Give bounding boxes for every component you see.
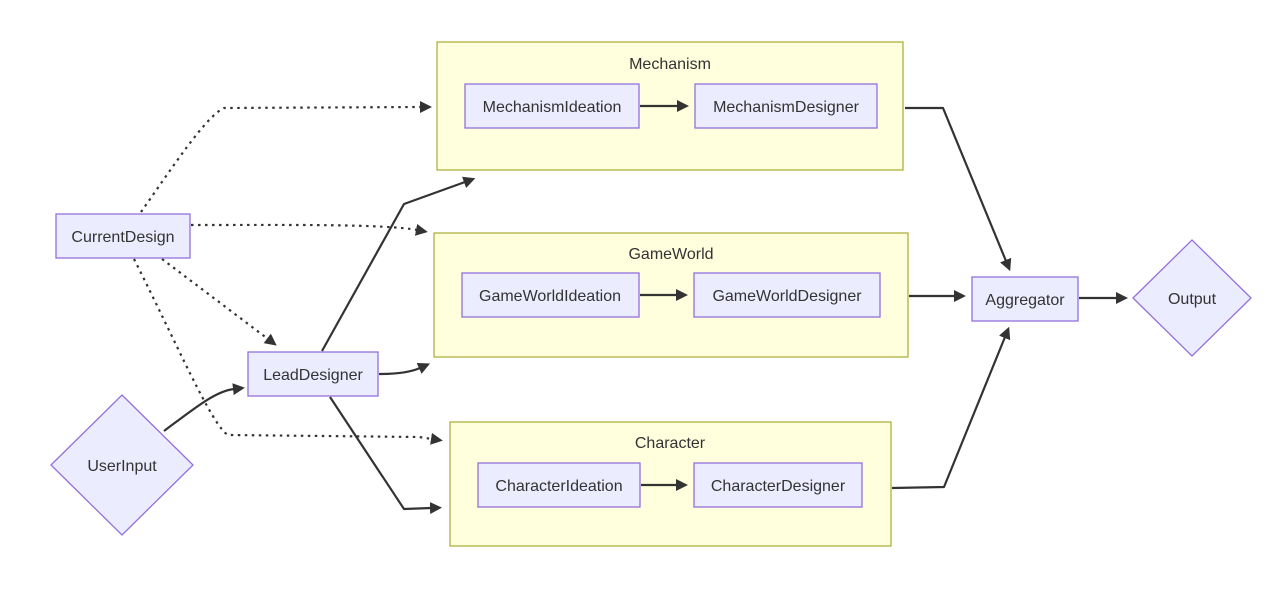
node-leaddesigner: LeadDesigner (247, 351, 379, 397)
node-mechanismdesigner-label: MechanismDesigner (713, 99, 860, 116)
subgraph-gameworld-title: GameWorld (628, 246, 713, 263)
subgraph-mechanism-title: Mechanism (629, 56, 711, 73)
node-leaddesigner-box (247, 351, 379, 397)
subgraph-character-title: Character (635, 435, 706, 452)
edge-currentdesign-to-character (133, 258, 443, 445)
node-characterideation-box (477, 462, 641, 508)
node-characterideation-label: CharacterIdeation (495, 478, 622, 495)
edge-currentdesign-to-mechanism (140, 101, 432, 213)
edge-leaddesigner-to-character (329, 396, 442, 515)
edge-userinput-to-leaddesigner (163, 383, 245, 432)
node-mechanismideation: MechanismIdeation (464, 83, 640, 129)
edge-mechanism-to-aggregator (905, 106, 1012, 272)
node-mechanismideation-label: MechanismIdeation (483, 99, 622, 116)
node-mechanismdesigner: MechanismDesigner (694, 83, 878, 129)
edge-leaddesigner-to-mechanism (321, 176, 476, 352)
node-aggregator-box (971, 276, 1079, 322)
node-output-diamond (1132, 239, 1252, 357)
node-userinput-label: UserInput (87, 458, 157, 475)
node-gameworldideation-box (461, 272, 640, 318)
node-userinput: UserInput (50, 394, 194, 536)
node-currentdesign-label: CurrentDesign (71, 229, 174, 246)
node-gameworlddesigner: GameWorldDesigner (693, 272, 881, 318)
edge-leaddesigner-to-gameworld (378, 362, 431, 376)
node-aggregator: Aggregator (971, 276, 1079, 322)
node-gameworldideation: GameWorldIdeation (461, 272, 640, 318)
node-userinput-diamond (50, 394, 194, 536)
node-gameworlddesigner-box (693, 272, 881, 318)
node-characterdesigner-label: CharacterDesigner (711, 478, 846, 495)
node-leaddesigner-label: LeadDesigner (263, 367, 363, 384)
node-currentdesign-box (55, 213, 191, 259)
node-mechanismideation-box (464, 83, 640, 129)
node-gameworldideation-label: GameWorldIdeation (479, 288, 621, 305)
edge-character-to-aggregator (891, 326, 1011, 490)
node-characterdesigner: CharacterDesigner (693, 462, 863, 508)
node-aggregator-label: Aggregator (985, 292, 1065, 309)
node-characterideation: CharacterIdeation (477, 462, 641, 508)
node-output-label: Output (1168, 291, 1217, 308)
node-currentdesign: CurrentDesign (55, 213, 191, 259)
node-output: Output (1132, 239, 1252, 357)
edge-currentdesign-to-leaddesigner (161, 258, 277, 346)
edges (133, 100, 1128, 515)
node-characterdesigner-box (693, 462, 863, 508)
edge-currentdesign-to-gameworld (190, 223, 428, 236)
node-gameworlddesigner-label: GameWorldDesigner (712, 288, 862, 305)
node-mechanismdesigner-box (694, 83, 878, 129)
